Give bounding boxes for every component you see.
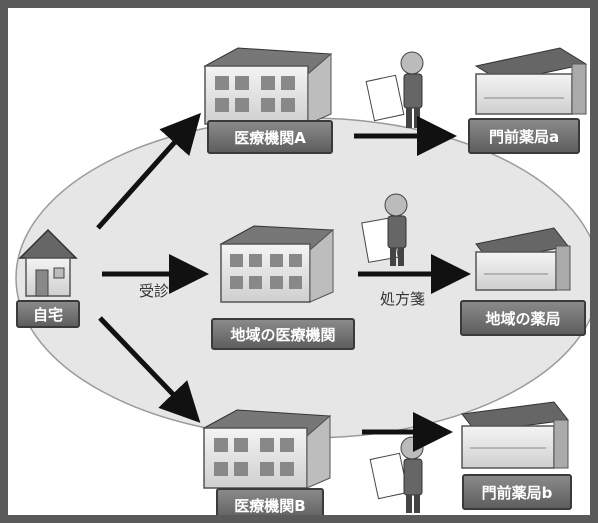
patient-icon-top <box>365 51 424 128</box>
node-clinic-local: 地域の医療機関 <box>211 318 355 350</box>
pharmacy-a-icon <box>474 47 588 115</box>
edge-label-prescription: 処方箋 <box>380 290 426 308</box>
patient-icon-middle <box>361 193 408 266</box>
hospital-a-icon <box>203 47 333 125</box>
arrow-home-to-clinic-a <box>96 112 201 230</box>
hospital-local-icon <box>219 225 335 303</box>
arrow-home-to-clinic-b <box>98 316 201 423</box>
pharmacy-local-icon <box>475 227 571 291</box>
edge-label-consult: 受診 <box>139 282 170 300</box>
patient-icon-bottom <box>369 436 424 513</box>
house-icon <box>18 228 78 297</box>
diagram-graphics <box>15 47 590 513</box>
node-clinic-b: 医療機関B <box>216 488 324 515</box>
node-clinic-a: 医療機関A <box>207 120 333 154</box>
hospital-b-icon <box>202 409 332 489</box>
pharmacy-b-icon <box>461 401 569 469</box>
node-pharmacy-local: 地域の薬局 <box>460 300 586 336</box>
node-home: 自宅 <box>16 300 80 328</box>
node-pharmacy-a: 門前薬局a <box>468 118 580 154</box>
node-pharmacy-b: 門前薬局b <box>462 474 572 510</box>
